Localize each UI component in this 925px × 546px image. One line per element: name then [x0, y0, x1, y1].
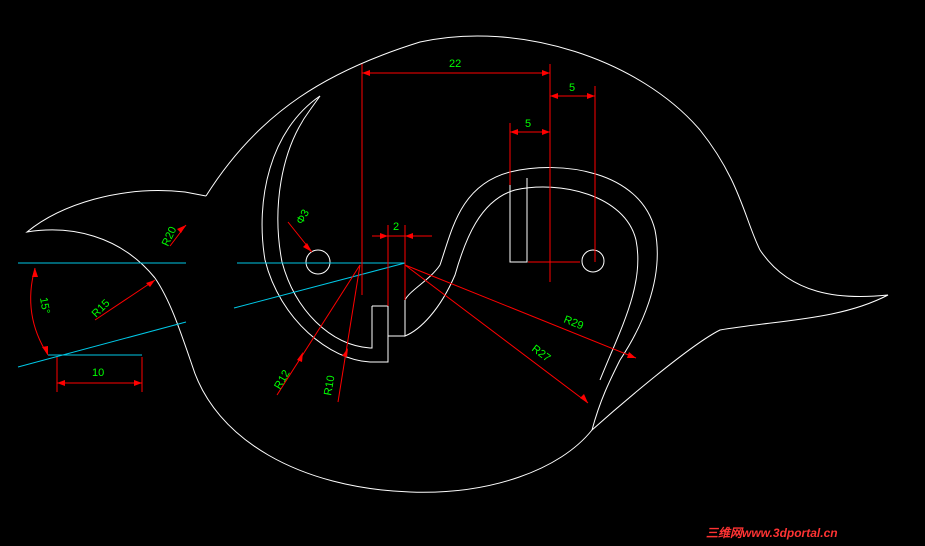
dim-r10-label: R10 [322, 375, 337, 397]
arrow-2-left [380, 233, 388, 239]
slot-right [509, 178, 528, 263]
arrow-5-right [587, 93, 595, 99]
dim-5-top-label: 5 [569, 82, 575, 94]
construction-angled-left [17, 321, 187, 368]
arrow-5slot-right [542, 129, 550, 135]
left-hook [25, 190, 207, 279]
arrow-10-left [57, 380, 65, 386]
arrow-5slot-left [510, 129, 518, 135]
s-curve-inner-2 [404, 186, 639, 381]
arrow-2-right [405, 233, 413, 239]
arrow-phi3 [303, 243, 312, 252]
construction-angled-mid [233, 262, 406, 309]
watermark-text: 三维网www.3dportal.cn [706, 526, 838, 540]
hole-left-circle [305, 249, 331, 275]
s-curve-outer [404, 167, 658, 431]
dimension-arrows [32, 70, 636, 403]
arrow-22-left [362, 70, 370, 76]
dim-22-label: 22 [449, 58, 461, 70]
arrow-r12 [297, 352, 303, 362]
dim-10-label: 10 [92, 367, 104, 379]
construction-lines [17, 262, 406, 368]
r12-leader [276, 264, 361, 396]
part-outline [25, 35, 889, 493]
dim-2-label: 2 [393, 221, 399, 233]
arrow-10-right [134, 380, 142, 386]
r10-leader [337, 264, 361, 403]
arrow-r20 [177, 225, 186, 233]
dim-angle15-label: 15° [37, 296, 52, 314]
outer-arc [154, 35, 889, 493]
arrow-r15 [146, 280, 155, 287]
arrow-5-left [550, 93, 558, 99]
r29-leader [404, 264, 637, 359]
inner-ring-inner [277, 109, 373, 349]
ring-top-cap [309, 95, 321, 111]
arrow-15-top [32, 268, 38, 277]
r27-leader [404, 264, 589, 404]
arrow-r27 [580, 394, 588, 403]
arrow-15-bottom [42, 346, 48, 355]
arrow-r10 [342, 348, 348, 357]
arrow-r29 [627, 352, 636, 358]
r15-leader [94, 279, 156, 321]
arrow-22-right [542, 70, 550, 76]
hole-right-circle [581, 249, 605, 273]
dim-5-slot-label: 5 [525, 118, 531, 130]
